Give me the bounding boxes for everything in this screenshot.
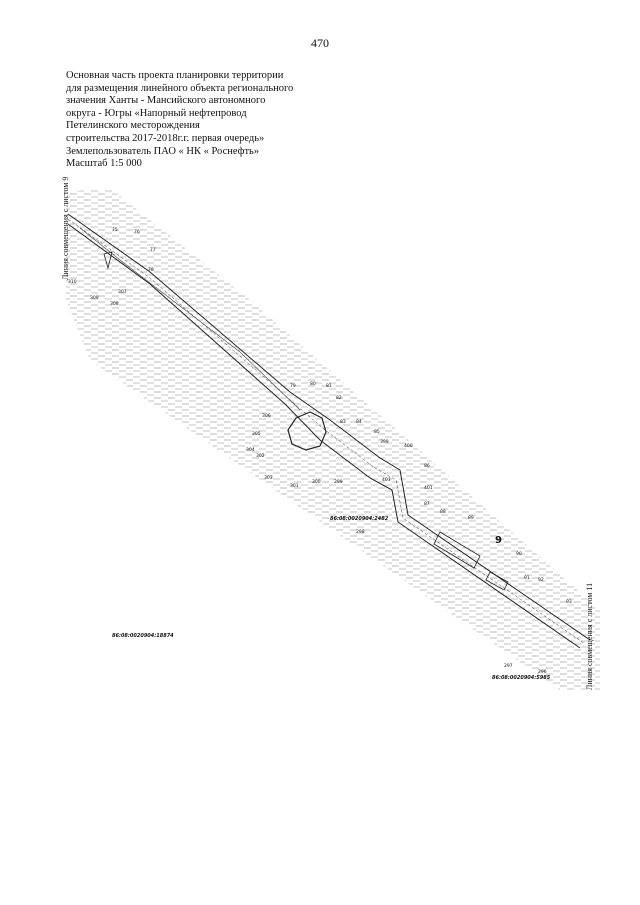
cadastral-label: 86:08:0020904:2482 [330,516,389,522]
sheet-number: 9 [495,535,502,546]
facility-outline [485,571,509,591]
title-line: для размещения линейного объекта региона… [66,82,294,94]
title-line: Петелинского месторождения [66,120,200,132]
point-label: 75 [112,228,118,233]
point-label: 87 [424,502,430,507]
point-label: 309 [90,296,99,301]
point-label: 307 [118,290,127,295]
page-number: 470 [311,36,329,50]
point-label: 298 [356,530,365,535]
point-label: 306 [262,414,271,419]
corridor-edge-upper [67,213,591,641]
point-label: 92 [538,578,544,583]
point-label: 77 [150,248,156,253]
point-label: 403 [382,478,391,483]
point-label: 401 [424,486,433,491]
title-line: Землепользователь ПАО « НК « Роснефть» [66,145,260,157]
point-label: 78 [148,268,154,273]
point-label: 400 [404,444,413,449]
point-label: 79 [290,384,296,389]
facility-outline [433,531,481,569]
point-label: 310 [68,280,77,285]
corridor-edge-lower [67,223,581,649]
point-label: 305 [252,432,261,437]
title-line: значения Ханты - Мансийского автономного [66,95,266,107]
point-label: 82 [336,396,342,401]
pad-site [287,411,327,451]
cadastral-label: 86:08:0020904:5985 [492,675,551,681]
point-label: 300 [312,480,321,485]
point-label: 301 [290,484,299,489]
title-line: строительства 2017-2018г.г. первая очере… [66,132,265,144]
point-label: 88 [440,510,446,515]
point-label: 308 [110,302,119,307]
allotment-boundary [79,227,301,411]
marker-triangle [103,251,113,270]
title-line: округа - Югры «Напорный нефтепровод [66,107,247,119]
point-label: 89 [468,516,474,521]
point-label: 76 [134,230,140,235]
point-label: 93 [566,600,572,605]
point-label: 81 [326,384,332,389]
pipeline-axis [67,218,586,645]
point-label: 80 [310,382,316,387]
point-label: 90 [516,552,522,557]
point-label: 86 [424,464,430,469]
point-label: 85 [374,430,380,435]
point-label: 302 [256,454,265,459]
point-label: 399 [380,440,389,445]
scale-label: Масштаб 1:5 000 [66,158,142,170]
point-label: 296 [538,670,547,675]
point-label: 303 [264,476,273,481]
point-label: 299 [334,480,343,485]
point-label: 83 [340,420,346,425]
point-label: 84 [356,420,362,425]
hatched-corridor [66,188,600,690]
title-line: Основная часть проекта планировки террит… [66,70,284,81]
point-label: 297 [504,664,513,669]
point-label: 304 [246,448,255,453]
point-label: 91 [524,576,530,581]
cadastral-label: 86:08:0020904:18874 [112,633,174,639]
title-block: Основная часть проекта планировки террит… [66,70,326,171]
